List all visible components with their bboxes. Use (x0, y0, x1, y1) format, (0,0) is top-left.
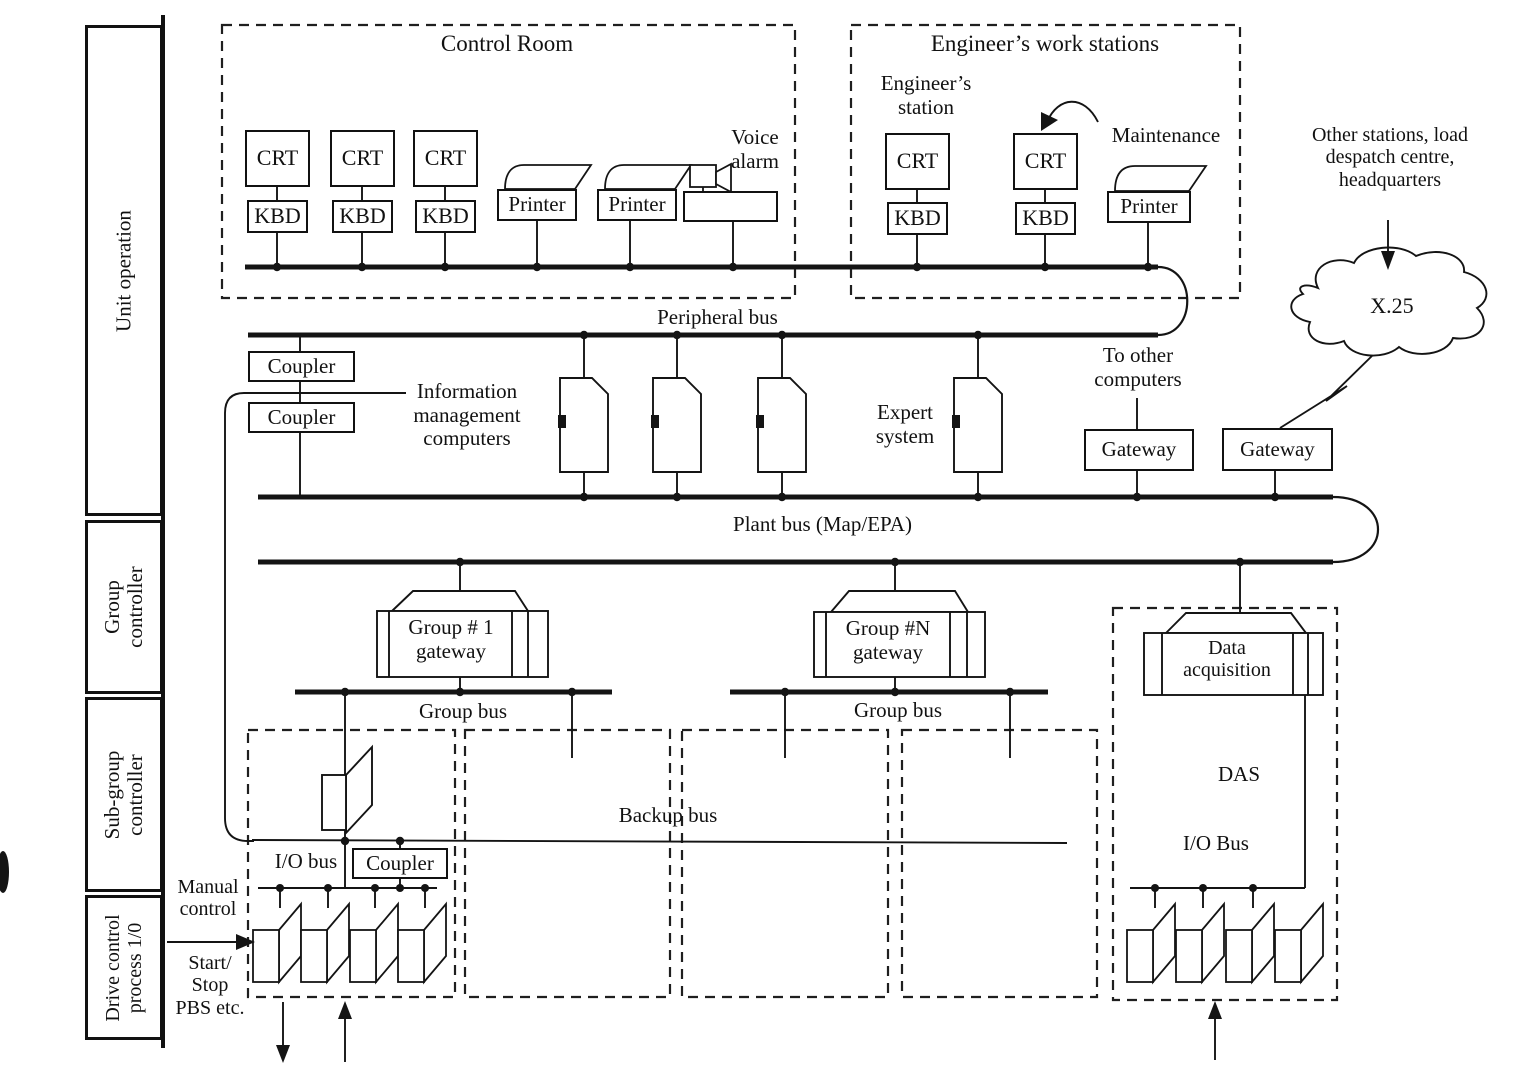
crt-box: CRT (1013, 133, 1078, 190)
start-stop-pbs-label: Start/ Stop PBS etc. (175, 952, 245, 1019)
computer-tower-icons (558, 377, 1003, 473)
scan-artifact (0, 851, 9, 893)
bus-lines (245, 264, 1333, 695)
sidebar-section-drive-control: Drive control process 1/0 (85, 895, 163, 1040)
coupler-box: Coupler (352, 848, 448, 879)
coupler-box: Coupler (248, 402, 355, 433)
printer-icon (1114, 165, 1208, 192)
manual-control-arrow (167, 934, 255, 950)
subgroup-controller-card-icon (321, 744, 373, 836)
connector-lines (224, 185, 1377, 908)
gateway-box: Gateway (1084, 429, 1194, 471)
x25-link-zigzag (1279, 351, 1377, 429)
bus-return-curves (1157, 265, 1380, 564)
output-arrow-down (276, 1002, 290, 1063)
das-input-arrow-up (1208, 1001, 1222, 1060)
flow-arrows (167, 100, 1395, 1063)
io-bus-label: I/O bus (274, 849, 338, 873)
das-outline (1111, 606, 1339, 1002)
junction-dots (272, 262, 1280, 892)
info-mgmt-label: Information management computers (413, 379, 521, 451)
printer-box: Printer (597, 189, 677, 221)
maintenance-arrow (1041, 100, 1099, 131)
groupN-gateway-cabinet (813, 590, 986, 678)
x25-label: X.25 (1370, 293, 1414, 318)
sidebar-section-label: Unit operation (111, 209, 136, 332)
kbd-box: KBD (332, 200, 393, 233)
groupN-gateway-label: Group #N gateway (845, 616, 931, 664)
sidebar-section-label: Group controller (99, 566, 147, 648)
gateway-box: Gateway (1222, 428, 1333, 471)
voice-alarm-box (683, 191, 778, 222)
gateway-cabinets (376, 590, 1324, 696)
control-room-title: Control Room (440, 31, 574, 56)
engineer-station-label: Engineer’s station (880, 71, 972, 119)
group1-gateway-label: Group # 1 gateway (408, 615, 494, 663)
maintenance-label: Maintenance (1111, 123, 1221, 147)
subgroup-box-1-outline (246, 728, 457, 999)
other-stations-label: Other stations, load despatch centre, he… (1311, 124, 1469, 191)
io-module-card (1126, 901, 1176, 985)
sidebar-divider-line (161, 15, 165, 1048)
io-module-card (1274, 901, 1324, 985)
group-bus-label: Group bus (418, 699, 508, 723)
subgroup-box-2-outline (463, 728, 672, 999)
crt-box: CRT (885, 133, 950, 190)
computer-tower-icon (652, 377, 702, 473)
coupler-box: Coupler (248, 351, 355, 382)
group1-gateway-cabinet (376, 590, 549, 678)
to-other-computers-label: To other computers (1094, 343, 1182, 391)
control-room-outline (220, 23, 797, 300)
io-module-card (1175, 901, 1225, 985)
printer-box: Printer (497, 189, 577, 221)
printer-paper-flaps (504, 164, 1208, 192)
crt-box: CRT (413, 130, 478, 187)
crt-box: CRT (245, 130, 310, 187)
sidebar-section-label: Sub-group controller (99, 750, 147, 839)
subgroup-box-4-outline (900, 728, 1099, 999)
io-module-card (1225, 901, 1275, 985)
input-arrow-up (338, 1001, 352, 1062)
io-module-card (349, 901, 399, 985)
engineer-workstations-outline (849, 23, 1242, 300)
printer-icon (604, 164, 693, 190)
sidebar-section-label: Drive control process 1/0 (102, 913, 146, 1022)
io-module-cards-left (252, 901, 447, 985)
io-module-card (397, 901, 447, 985)
manual-control-label: Manual control (177, 876, 239, 921)
plant-bus-label: Plant bus (Map/EPA) (733, 512, 912, 536)
kbd-box: KBD (887, 202, 948, 235)
io-bus-das-label: I/O Bus (1183, 831, 1249, 855)
backup-bus-label: Backup bus (618, 803, 718, 827)
das-label: DAS (1217, 762, 1260, 786)
sidebar-section-subgroup-controller: Sub-group controller (85, 697, 163, 892)
subgroup-box-3-outline (680, 728, 890, 999)
expert-system-label: Expert system (875, 400, 935, 448)
printer-icon (504, 164, 593, 190)
computer-tower-icon (559, 377, 609, 473)
io-module-cards-das (1126, 901, 1324, 985)
io-module-card (252, 901, 302, 985)
crt-box: CRT (330, 130, 395, 187)
voice-alarm-label: Voice alarm (731, 125, 779, 173)
data-acquisition-cabinet (1143, 612, 1324, 696)
kbd-box: KBD (415, 200, 476, 233)
printer-box: Printer (1107, 191, 1191, 223)
kbd-box: KBD (1015, 202, 1076, 235)
expert-system-tower-icon (953, 377, 1003, 473)
group-bus-label: Group bus (853, 698, 943, 722)
x25-cloud (1290, 246, 1488, 357)
kbd-box: KBD (247, 200, 308, 233)
peripheral-bus-label: Peripheral bus (657, 305, 778, 329)
sidebar-section-group-controller: Group controller (85, 520, 163, 694)
sidebar-section-unit-operation: Unit operation (85, 25, 163, 516)
io-module-card (300, 901, 350, 985)
data-acquisition-label: Data acquisition (1183, 637, 1271, 682)
computer-tower-icon (757, 377, 807, 473)
engineer-workstations-title: Engineer’s work stations (930, 31, 1160, 56)
arrow-to-x25-cloud (1381, 220, 1395, 270)
